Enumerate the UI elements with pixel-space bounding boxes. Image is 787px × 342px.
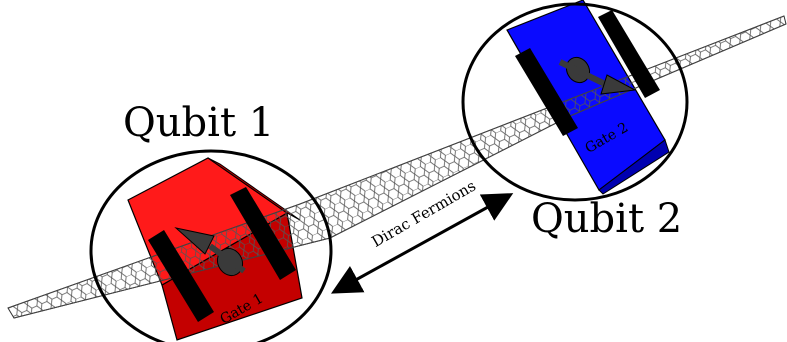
qubit-1-label: Qubit 1 — [123, 100, 275, 146]
gate-2-electrodes — [515, 10, 660, 136]
spin-arrow-icon — [174, 227, 246, 277]
double-arrow-icon — [330, 193, 514, 294]
qubit-2-circle — [461, 2, 689, 202]
qubit-2-label: Qubit 2 — [531, 196, 683, 242]
nanotube-lattice — [7, 15, 787, 319]
spin-arrow-icon — [558, 56, 637, 95]
gate-1-electrodes — [148, 187, 296, 322]
